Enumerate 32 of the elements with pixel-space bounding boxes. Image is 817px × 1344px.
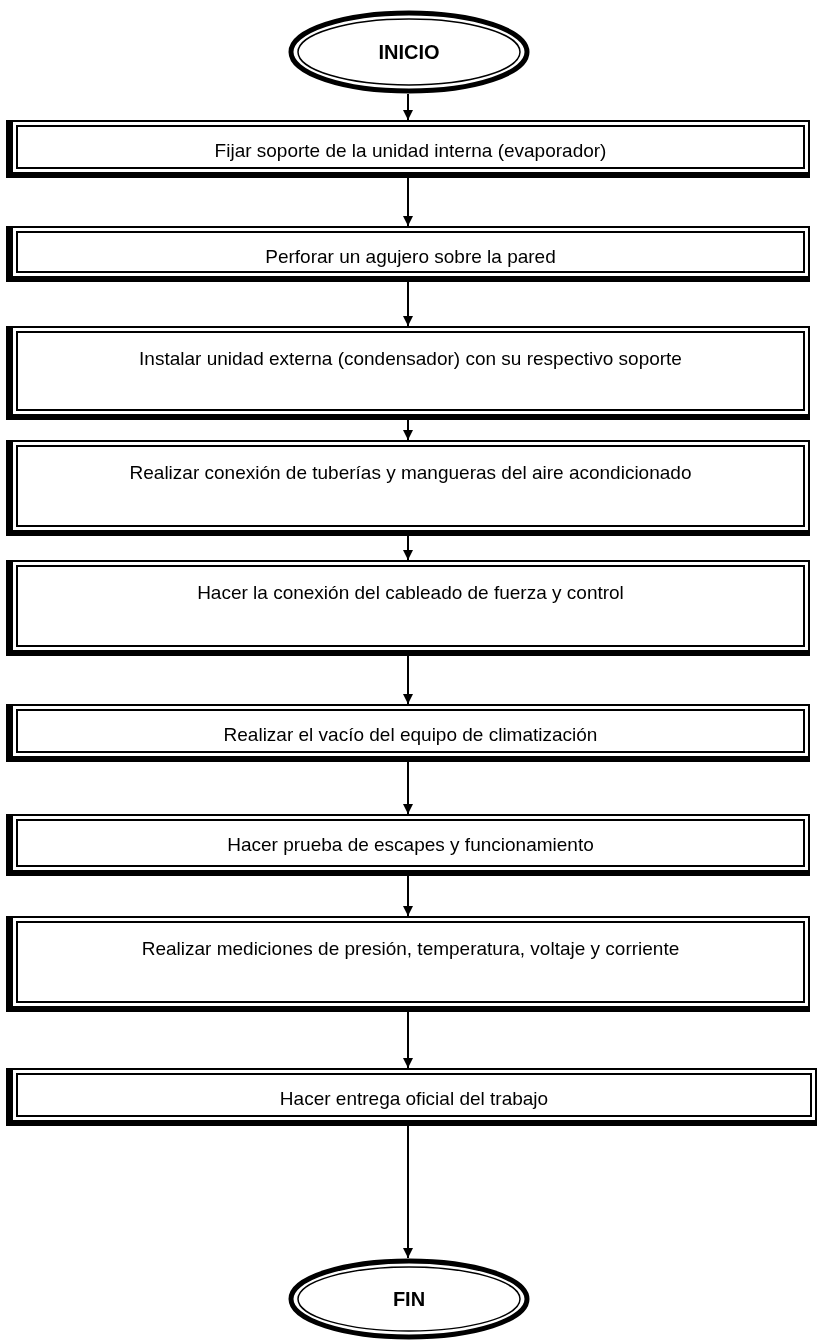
process-box	[6, 120, 810, 178]
step-label: Hacer entrega oficial del trabajo	[279, 1088, 549, 1111]
arrow	[403, 419, 413, 441]
arrow	[403, 1011, 413, 1069]
step-label: Realizar mediciones de presión, temperatura, voltaje y corriente	[141, 938, 680, 961]
terminal-label: INICIO	[378, 40, 440, 64]
step-label: Hacer prueba de escapes y funcionamiento	[227, 834, 594, 857]
step-label: Instalar unidad externa (condensador) con su respectivo soporte	[139, 348, 682, 371]
arrow	[403, 281, 413, 327]
arrow	[403, 177, 413, 227]
step-label: Fijar soporte de la unidad interna (evaporador)	[214, 140, 607, 163]
process-box	[6, 814, 810, 876]
terminal-ellipse	[288, 1258, 530, 1340]
step-label: Realizar conexión de tuberías y mangueras del aire acondicionado	[129, 462, 692, 485]
arrow	[403, 93, 413, 121]
step-label: Perforar un agujero sobre la pared	[265, 246, 556, 269]
process-box	[6, 704, 810, 762]
arrow	[403, 535, 413, 561]
process-box	[6, 440, 810, 536]
arrow	[403, 875, 413, 917]
terminal-ellipse	[288, 10, 530, 94]
process-box	[6, 560, 810, 656]
step-label: Realizar el vacío del equipo de climatización	[223, 724, 598, 747]
arrow	[403, 761, 413, 815]
step-label: Hacer la conexión del cableado de fuerza y control	[197, 582, 624, 605]
process-box	[6, 326, 810, 420]
arrow	[403, 1125, 413, 1259]
process-box	[6, 226, 810, 282]
process-box	[6, 1068, 817, 1126]
process-box	[6, 916, 810, 1012]
terminal-label: FIN	[392, 1287, 426, 1311]
arrow	[403, 655, 413, 705]
